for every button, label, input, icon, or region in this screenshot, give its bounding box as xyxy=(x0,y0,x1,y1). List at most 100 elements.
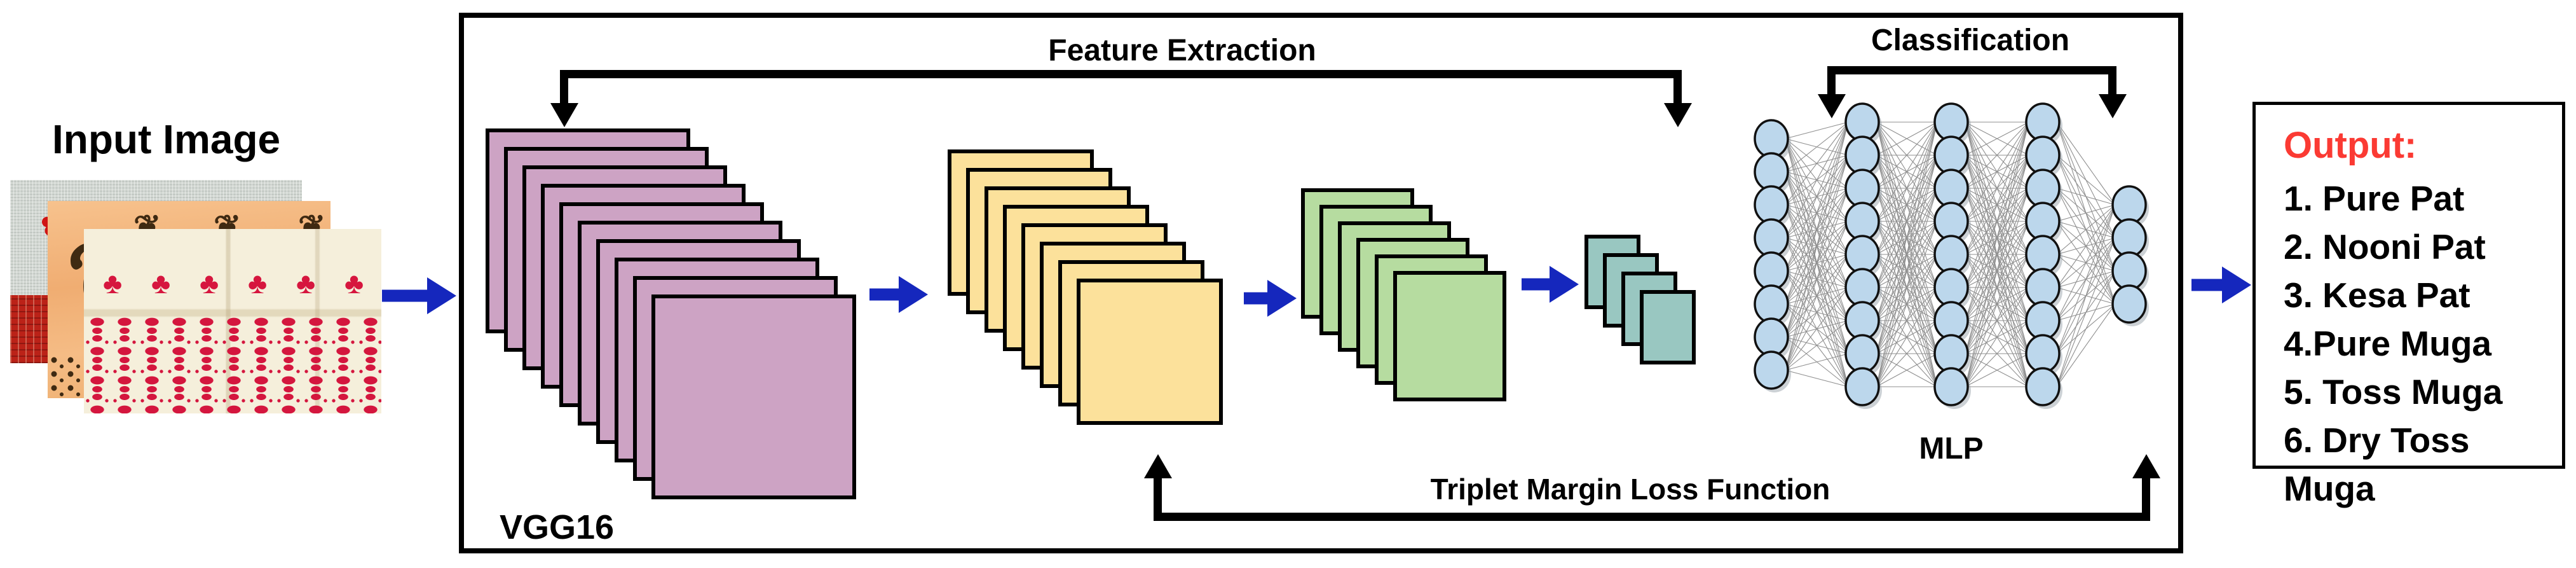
mlp-node xyxy=(2025,102,2061,142)
classification-label: Classification xyxy=(1871,24,2070,57)
mlp-edge xyxy=(1785,320,1849,371)
mlp-edge xyxy=(1785,188,1849,371)
mlp-node xyxy=(1754,152,1789,191)
mlp-edge xyxy=(2056,204,2116,255)
flow-arrow-input-to-model xyxy=(382,277,456,314)
mlp-node xyxy=(1754,185,1789,225)
arrow-shaft xyxy=(1244,292,1270,305)
mlp-edge xyxy=(1785,121,1849,239)
mlp-edge xyxy=(2056,204,2116,288)
output-title: Output: xyxy=(2284,125,2417,166)
arrow-up-icon xyxy=(1144,454,1172,478)
mlp-node xyxy=(2025,367,2061,406)
mlp-edge xyxy=(1965,121,2029,321)
fabric-red-motif-icon: ♣ xyxy=(344,267,364,300)
feature-map-square xyxy=(1640,290,1696,364)
mlp-edge xyxy=(1965,121,2029,387)
mlp-node xyxy=(1933,367,1969,406)
arrow-down-icon xyxy=(2099,94,2127,118)
mlp-edge xyxy=(1785,287,1849,371)
mlp-node xyxy=(1933,169,1969,208)
input-image-label: Input Image xyxy=(52,116,281,162)
mlp-edge xyxy=(1785,121,1849,371)
arrow-shaft xyxy=(2191,279,2225,291)
arrow-down-icon xyxy=(1818,94,1846,118)
mlp-edge xyxy=(1876,121,1938,387)
mlp-edge xyxy=(1965,121,2029,156)
mlp-node xyxy=(2111,284,2147,324)
mlp-edge xyxy=(2056,303,2116,387)
mlp-node xyxy=(1933,135,1969,175)
mlp-node xyxy=(1754,119,1789,158)
arrow-down-icon xyxy=(1664,103,1692,127)
mlp-node xyxy=(1844,268,1880,307)
mlp-edge xyxy=(1876,188,1938,387)
mlp-edge xyxy=(1876,121,1938,354)
feature-extraction-bracket-right xyxy=(1673,70,1682,106)
mlp-edge xyxy=(1876,121,1938,156)
mlp-node xyxy=(1844,301,1880,340)
mlp-node xyxy=(2111,185,2147,225)
mlp-edge xyxy=(1965,121,2029,189)
mlp-node xyxy=(1933,235,1969,274)
mlp-edge xyxy=(2056,155,2116,205)
arrow-shaft xyxy=(869,288,901,301)
triplet-loss-bracket-right xyxy=(2142,477,2150,515)
mlp-node xyxy=(1754,218,1789,258)
triplet-margin-loss-label: Triplet Margin Loss Function xyxy=(1430,473,1830,506)
mlp-edge xyxy=(1965,121,2029,288)
mlp-edge xyxy=(2056,237,2116,387)
mlp-edge xyxy=(1876,254,1938,387)
mlp-edge xyxy=(1785,221,1849,371)
mlp-edge xyxy=(1876,287,1938,387)
arrow-head-icon xyxy=(427,277,456,314)
mlp-node xyxy=(2111,251,2147,291)
feature-map-square xyxy=(651,294,856,499)
model-boundary-box xyxy=(459,13,2183,553)
arrow-head-icon xyxy=(899,276,928,313)
mlp-edge xyxy=(2056,204,2116,321)
fabric-red-motif-icon: ♣ xyxy=(103,267,123,300)
fabric-red-motif-icon: ♣ xyxy=(151,267,171,300)
mlp-node xyxy=(2025,268,2061,307)
classification-bracket-right xyxy=(2108,66,2116,97)
flow-arrow-vgg-to-conv2 xyxy=(869,276,928,313)
feature-map-square xyxy=(1393,271,1506,401)
mlp-edge xyxy=(1965,353,2029,387)
mlp-node xyxy=(1844,334,1880,373)
mlp-edge xyxy=(1965,320,2029,387)
mlp-node xyxy=(1754,251,1789,291)
mlp-edge xyxy=(1965,121,2029,255)
mlp-edge xyxy=(1876,320,1938,387)
mlp-edge xyxy=(1965,155,2029,387)
mlp-edge xyxy=(1785,121,1849,172)
input-fabric-photo-front: ♣♣♣♣♣♣ xyxy=(84,229,381,413)
mlp-edge xyxy=(1876,121,1938,222)
mlp-network-graphic xyxy=(1754,102,2149,409)
mlp-node xyxy=(2025,169,2061,208)
mlp-node xyxy=(1933,301,1969,340)
mlp-edge xyxy=(2056,204,2116,354)
mlp-edge xyxy=(1876,353,1938,387)
mlp-node xyxy=(2025,235,2061,274)
mlp-edge xyxy=(1785,121,1849,272)
fabric-red-motif-icon: ♣ xyxy=(200,267,219,300)
mlp-edge xyxy=(1965,188,2029,387)
mlp-node xyxy=(2111,218,2147,258)
arrow-down-icon xyxy=(550,103,578,127)
mlp-edge xyxy=(1965,221,2029,387)
mlp-node xyxy=(1844,135,1880,175)
mlp-edge xyxy=(1876,121,1938,255)
mlp-edge xyxy=(1785,121,1849,139)
mlp-node xyxy=(1933,202,1969,241)
arrow-head-icon xyxy=(1267,280,1297,317)
mlp-node xyxy=(2025,135,2061,175)
output-class-item: 2. Nooni Pat xyxy=(2284,227,2486,267)
mlp-edge xyxy=(1876,121,1938,189)
triplet-loss-bracket-line xyxy=(1154,513,2150,521)
mlp-node xyxy=(1844,169,1880,208)
mlp-edge xyxy=(1876,121,1938,288)
mlp-node xyxy=(1844,202,1880,241)
mlp-node xyxy=(1754,317,1789,357)
